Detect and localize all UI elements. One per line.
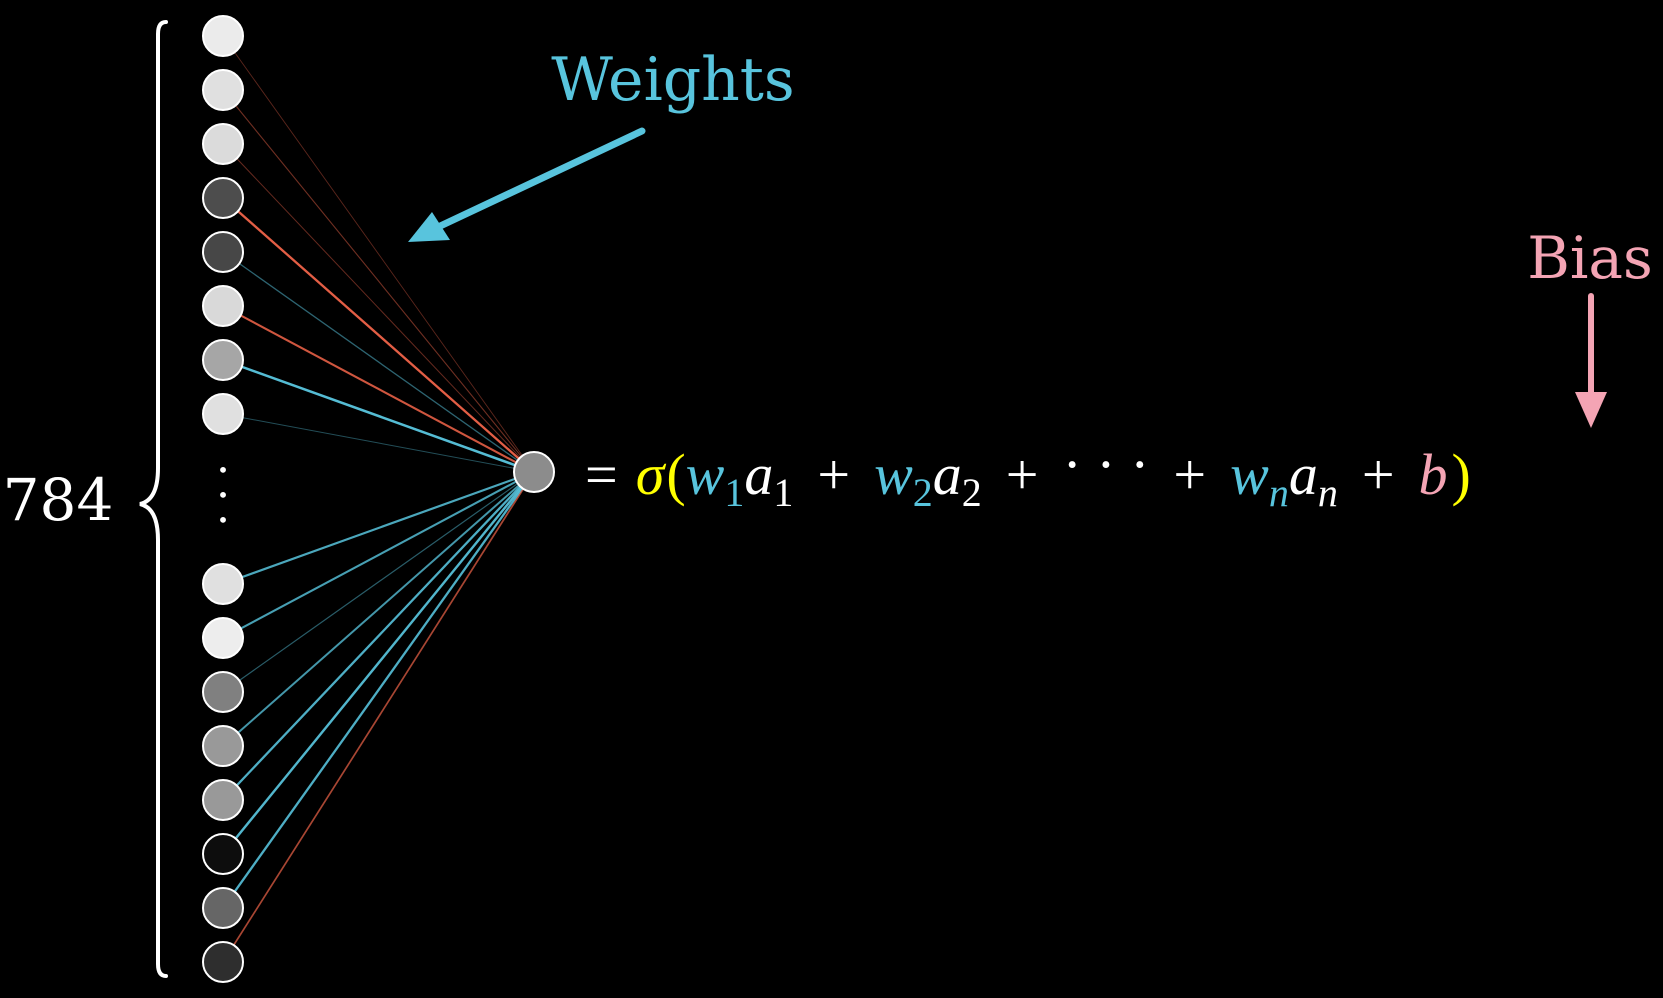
- input-neuron: [202, 15, 244, 57]
- weight-line: [222, 251, 535, 473]
- input-neuron: [202, 941, 244, 983]
- input-neuron: [202, 177, 244, 219]
- weight-wn-subscript: n: [1269, 470, 1289, 515]
- input-neuron: [202, 285, 244, 327]
- input-neurons: [202, 15, 244, 983]
- weight-line: [222, 471, 535, 855]
- weight-line: [222, 471, 535, 693]
- activation-an-subscript: n: [1318, 470, 1338, 515]
- weight-wn: w: [1230, 442, 1269, 507]
- weights-arrow-head: [408, 212, 450, 242]
- input-neuron: [202, 563, 244, 605]
- activation-a2: a: [933, 442, 962, 507]
- weight-line: [222, 35, 535, 473]
- weight-line: [222, 358, 535, 474]
- weight-line: [222, 471, 535, 909]
- input-neuron: [202, 393, 244, 435]
- activation-a2-subscript: 2: [962, 470, 982, 515]
- weight-line: [222, 413, 535, 473]
- plus-sign: +: [817, 442, 850, 507]
- ellipsis-dot: •: [217, 508, 229, 532]
- weight-line: [222, 471, 535, 639]
- close-paren: ): [1452, 442, 1471, 507]
- bias-label: Bias: [1527, 224, 1653, 292]
- weighted-sum-equation: =σ(w1a1+w2a2+· · ·+wnan+b): [585, 432, 1471, 515]
- open-paren: (: [666, 442, 685, 507]
- weight-line: [222, 89, 535, 473]
- ellipsis-dot: •: [217, 458, 229, 482]
- input-neuron: [202, 339, 244, 381]
- weight-w1-subscript: 1: [724, 470, 744, 515]
- plus-sign: +: [1173, 442, 1206, 507]
- plus-sign: +: [1006, 442, 1039, 507]
- input-neuron: [202, 617, 244, 659]
- weight-lines: [222, 35, 535, 963]
- bias-b: b: [1419, 442, 1448, 507]
- input-count-label: 784: [3, 466, 114, 534]
- cdots: · · ·: [1062, 432, 1149, 497]
- bias-arrow-head: [1575, 392, 1607, 428]
- weight-line: [222, 471, 535, 963]
- weights-label: Weights: [551, 45, 794, 115]
- weight-line: [222, 470, 535, 586]
- weight-line: [222, 305, 535, 473]
- sigma-symbol: σ: [636, 442, 667, 507]
- input-neuron: [202, 231, 244, 273]
- weights-arrow-shaft: [432, 127, 646, 232]
- activation-a1: a: [744, 442, 773, 507]
- weight-line: [222, 197, 535, 473]
- weight-w1: w: [686, 442, 725, 507]
- weight-w2: w: [874, 442, 913, 507]
- input-neuron: [202, 69, 244, 111]
- equals-sign: =: [585, 442, 618, 507]
- input-neuron: [202, 887, 244, 929]
- input-neuron: [202, 779, 244, 821]
- output-neuron: [513, 451, 555, 493]
- input-neuron: [202, 725, 244, 767]
- activation-a1-subscript: 1: [773, 470, 793, 515]
- weight-line: [222, 143, 535, 473]
- ellipsis-dot: •: [217, 483, 229, 507]
- activation-an: a: [1289, 442, 1318, 507]
- input-neuron: [202, 671, 244, 713]
- weight-line: [222, 471, 535, 801]
- input-brace: [139, 20, 168, 978]
- plus-sign: +: [1362, 442, 1395, 507]
- input-neuron: [202, 123, 244, 165]
- input-neuron: [202, 833, 244, 875]
- weight-w2-subscript: 2: [913, 470, 933, 515]
- weight-line: [222, 471, 535, 747]
